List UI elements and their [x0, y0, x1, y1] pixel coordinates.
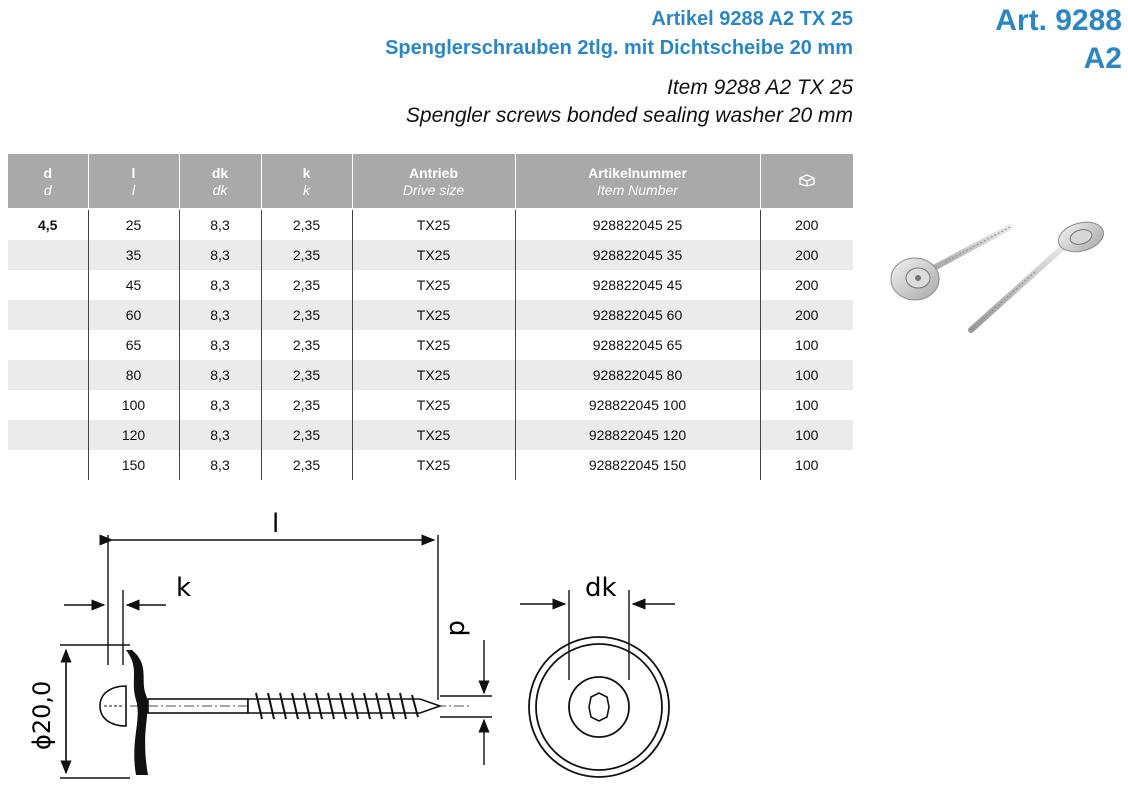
cell-l: 80 [88, 360, 180, 390]
cell-l: 25 [88, 208, 180, 240]
article-number: Art. 9288 [995, 4, 1122, 37]
title-german-line2: Spenglerschrauben 2tlg. mit Dichtscheibe… [385, 37, 853, 59]
cell-dk: 8,3 [179, 450, 262, 480]
cell-d [8, 330, 89, 360]
title-english-line2: Spengler screws bonded sealing washer 20… [405, 104, 853, 127]
cell-drive: TX25 [352, 330, 516, 360]
cell-qty: 200 [760, 240, 853, 270]
screw-photo [890, 221, 1105, 333]
cell-k: 2,35 [261, 300, 353, 330]
cell-drive: TX25 [352, 208, 516, 240]
cell-item: 928822045 120 [515, 420, 761, 450]
cell-qty: 100 [795, 397, 819, 413]
cell-drive: TX25 [352, 450, 516, 480]
cell-k: 2,35 [261, 270, 353, 300]
label-washer-diameter: ϕ20,0 [28, 681, 56, 750]
label-dk: dk [585, 573, 617, 603]
cell-item: 928822045 150 [515, 450, 761, 480]
cell-dk: 8,3 [179, 330, 262, 360]
cell-dk: 8,3 [179, 208, 262, 240]
cell-drive: TX25 [352, 420, 516, 450]
cell-k: 2,35 [261, 360, 353, 390]
cell-d [8, 240, 89, 270]
cell-item: 928822045 35 [515, 240, 761, 270]
cell-k: 2,35 [261, 208, 353, 240]
cell-qty: 200 [795, 277, 819, 293]
cell-item: 928822045 100 [515, 390, 761, 420]
package-icon [799, 173, 815, 187]
cell-dk: 8,3 [179, 300, 262, 330]
cell-item: 928822045 65 [515, 330, 761, 360]
cell-item: 928822045 25 [515, 208, 761, 240]
cell-item: 928822045 45 [515, 270, 761, 300]
cell-k: 2,35 [261, 390, 353, 420]
cell-d [8, 390, 89, 420]
cell-dk: 8,3 [179, 420, 262, 450]
cell-k: 2,35 [261, 450, 353, 480]
cell-k: 2,35 [261, 330, 353, 360]
article-grade: A2 [1083, 42, 1122, 75]
cell-k: 2,35 [261, 420, 353, 450]
cell-d [8, 270, 89, 300]
cell-l: 120 [88, 420, 180, 450]
label-d: d [443, 620, 473, 637]
cell-qty: 100 [760, 360, 853, 390]
header-quantity [760, 154, 853, 209]
cell-d [8, 450, 89, 480]
cell-l: 45 [88, 270, 180, 300]
cell-drive: TX25 [352, 270, 516, 300]
cell-d: 4,5 [8, 208, 89, 240]
label-k: k [176, 573, 191, 603]
cell-k: 2,35 [261, 240, 353, 270]
cell-l: 60 [88, 300, 180, 330]
cell-item: 928822045 60 [515, 300, 761, 330]
cell-l: 100 [88, 390, 180, 420]
label-l: l [272, 509, 279, 539]
cell-item: 928822045 80 [515, 360, 761, 390]
cell-l: 150 [88, 450, 180, 480]
cell-drive: TX25 [352, 360, 516, 390]
cell-l: 35 [88, 240, 180, 270]
cell-qty: 200 [760, 208, 853, 240]
cell-dk: 8,3 [179, 390, 262, 420]
cell-qty: 100 [760, 420, 853, 450]
technical-drawing: l k dk d ϕ20,0 [28, 509, 675, 779]
cell-d [8, 360, 89, 390]
cell-qty: 100 [795, 337, 819, 353]
title-german-line1: Artikel 9288 A2 TX 25 [651, 8, 853, 30]
title-english-line1: Item 9288 A2 TX 25 [667, 76, 853, 99]
cell-drive: TX25 [352, 240, 516, 270]
cell-l: 65 [88, 330, 180, 360]
cell-dk: 8,3 [179, 360, 262, 390]
cell-drive: TX25 [352, 390, 516, 420]
cell-dk: 8,3 [179, 270, 262, 300]
cell-dk: 8,3 [179, 240, 262, 270]
cell-d [8, 300, 89, 330]
cell-d [8, 420, 89, 450]
cell-qty: 100 [795, 457, 819, 473]
cell-qty: 200 [760, 300, 853, 330]
cell-drive: TX25 [352, 300, 516, 330]
